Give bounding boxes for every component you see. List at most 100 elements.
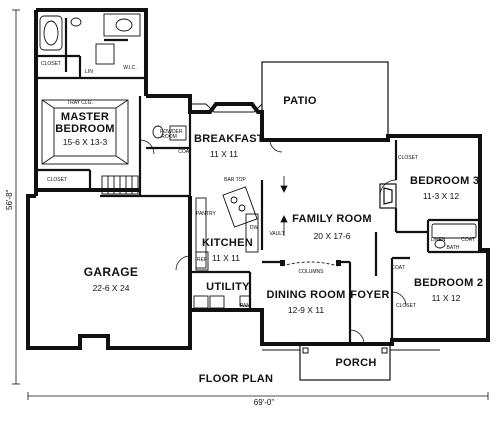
tray-corner-tl: [41, 99, 55, 109]
range-burner-1: [230, 196, 238, 204]
breakfast-label: BREAKFAST: [194, 133, 264, 145]
breakfast-bay: [190, 103, 263, 113]
columns-arc: [281, 261, 339, 267]
linen-label: LINEN: [430, 237, 446, 243]
bedroom2-label: BEDROOM 2: [414, 277, 484, 289]
sink: [115, 18, 133, 32]
ref-label: REF: [197, 257, 207, 263]
foyer-label: FOYER: [350, 289, 390, 301]
closet-master-label: CLOSET: [46, 177, 67, 183]
coat-foyer-label: COAT: [391, 265, 405, 271]
powder-toilet: [152, 125, 164, 139]
bath-label: BATH: [446, 245, 460, 251]
door-swings: [139, 139, 407, 345]
bedroom2-dims: 11 X 12: [431, 293, 461, 303]
tray-corner-tr: [115, 99, 129, 109]
tray-ceiling-label: TRAY CLG.: [67, 100, 93, 106]
breakfast-dims: 11 X 11: [209, 149, 239, 159]
pan: [239, 295, 251, 307]
door-bed2: [391, 291, 407, 307]
coat-bath-label: COAT: [461, 237, 475, 243]
dining-room-dims: 12-9 X 11: [287, 305, 325, 315]
bath-tub: [431, 223, 477, 239]
patio-label: PATIO: [283, 95, 317, 107]
closet-bed3-label: CLOSET: [397, 155, 418, 161]
porch-label: PORCH: [335, 357, 377, 369]
pantry-label: PANTRY: [196, 211, 216, 217]
door-bed3: [379, 179, 397, 197]
door-patio: [269, 139, 283, 153]
closet-bed2-label: CLOSET: [395, 303, 416, 309]
toilet: [70, 17, 82, 27]
powder-vanity: [169, 125, 187, 141]
porch-post-left: [302, 347, 309, 354]
powder-fixtures: [152, 125, 187, 141]
bedroom3-dims: 11-3 X 12: [422, 191, 460, 201]
kitchen-island: [222, 186, 258, 228]
pantry-box: [195, 251, 209, 271]
bar-top-label: BAR TOP: [224, 177, 246, 183]
column-right: [336, 260, 341, 266]
master-bedroom-label-line2: BEDROOM: [55, 123, 115, 135]
tray-corner-br: [115, 155, 129, 165]
column-left: [280, 260, 285, 266]
bath-sink: [434, 239, 446, 249]
door-master: [139, 139, 155, 155]
kitchen-label: KITCHEN: [202, 237, 253, 249]
powder-room-label: POWDER ROOM: [160, 129, 183, 140]
tray-corner-bl: [41, 155, 55, 165]
kitchen-counter-right: [245, 213, 259, 253]
master-bedroom-label-line1: MASTER: [60, 111, 110, 123]
family-room-dims: 20 X 17-6: [313, 231, 351, 241]
lin-label: LIN: [85, 69, 93, 75]
firebox: [383, 187, 393, 205]
kitchen-dims: 11 X 11: [211, 253, 241, 263]
dimension-lines: [12, 9, 489, 400]
coat-breakfast-label: COAT: [178, 149, 192, 155]
stair: [101, 175, 139, 195]
porch: [262, 343, 440, 381]
overall-depth-dim: 56'-8": [5, 189, 14, 210]
dining-room-label: DINING ROOM: [266, 289, 346, 301]
tray-outer: [41, 99, 129, 165]
master-bedroom-dims: 15-6 X 13-3: [62, 137, 108, 147]
vault-arrow-2-head: [280, 215, 288, 223]
garage-dims: 22-6 X 24: [92, 283, 130, 293]
wic-label: W.I.C.: [123, 65, 137, 71]
garage-outline: [26, 194, 192, 350]
closet-master-bath-label: CLOSET: [40, 61, 61, 67]
floor-plan-title: FLOOR PLAN: [198, 373, 274, 385]
vault-arrows: [280, 176, 288, 236]
garage-label: GARAGE: [83, 265, 139, 279]
door-garage: [175, 255, 191, 271]
washer: [193, 295, 209, 309]
range-burner-2: [238, 204, 246, 212]
bath-fixtures: [431, 223, 477, 249]
master-bath-fixtures: [39, 13, 141, 65]
porch-post-right: [381, 347, 388, 354]
dryer: [209, 295, 225, 309]
pan-label: PAN: [240, 303, 250, 309]
interior-walls: [36, 18, 488, 344]
vault-arrow-1-head: [280, 185, 288, 193]
overall-width-dim: 69'-0": [253, 398, 275, 407]
dw-label: DW: [249, 225, 259, 231]
utility-label: UTILITY: [206, 281, 250, 293]
shower: [95, 43, 115, 65]
door-front: [349, 329, 365, 345]
utility-fixtures: [193, 295, 251, 309]
tray-inner: [53, 107, 117, 157]
tray-ceiling: [41, 99, 129, 165]
kitchen-counter-left: [195, 197, 207, 269]
kitchen-fixtures: [195, 186, 259, 271]
porch-slab: [299, 343, 391, 381]
vault-label: VAULT: [269, 231, 285, 237]
family-room-label: FAMILY ROOM: [292, 213, 372, 225]
tub: [39, 15, 63, 51]
master-bath-outline: [36, 8, 148, 84]
vanity: [103, 13, 141, 37]
patio-outline: [261, 61, 389, 141]
tub-basin: [43, 20, 59, 46]
